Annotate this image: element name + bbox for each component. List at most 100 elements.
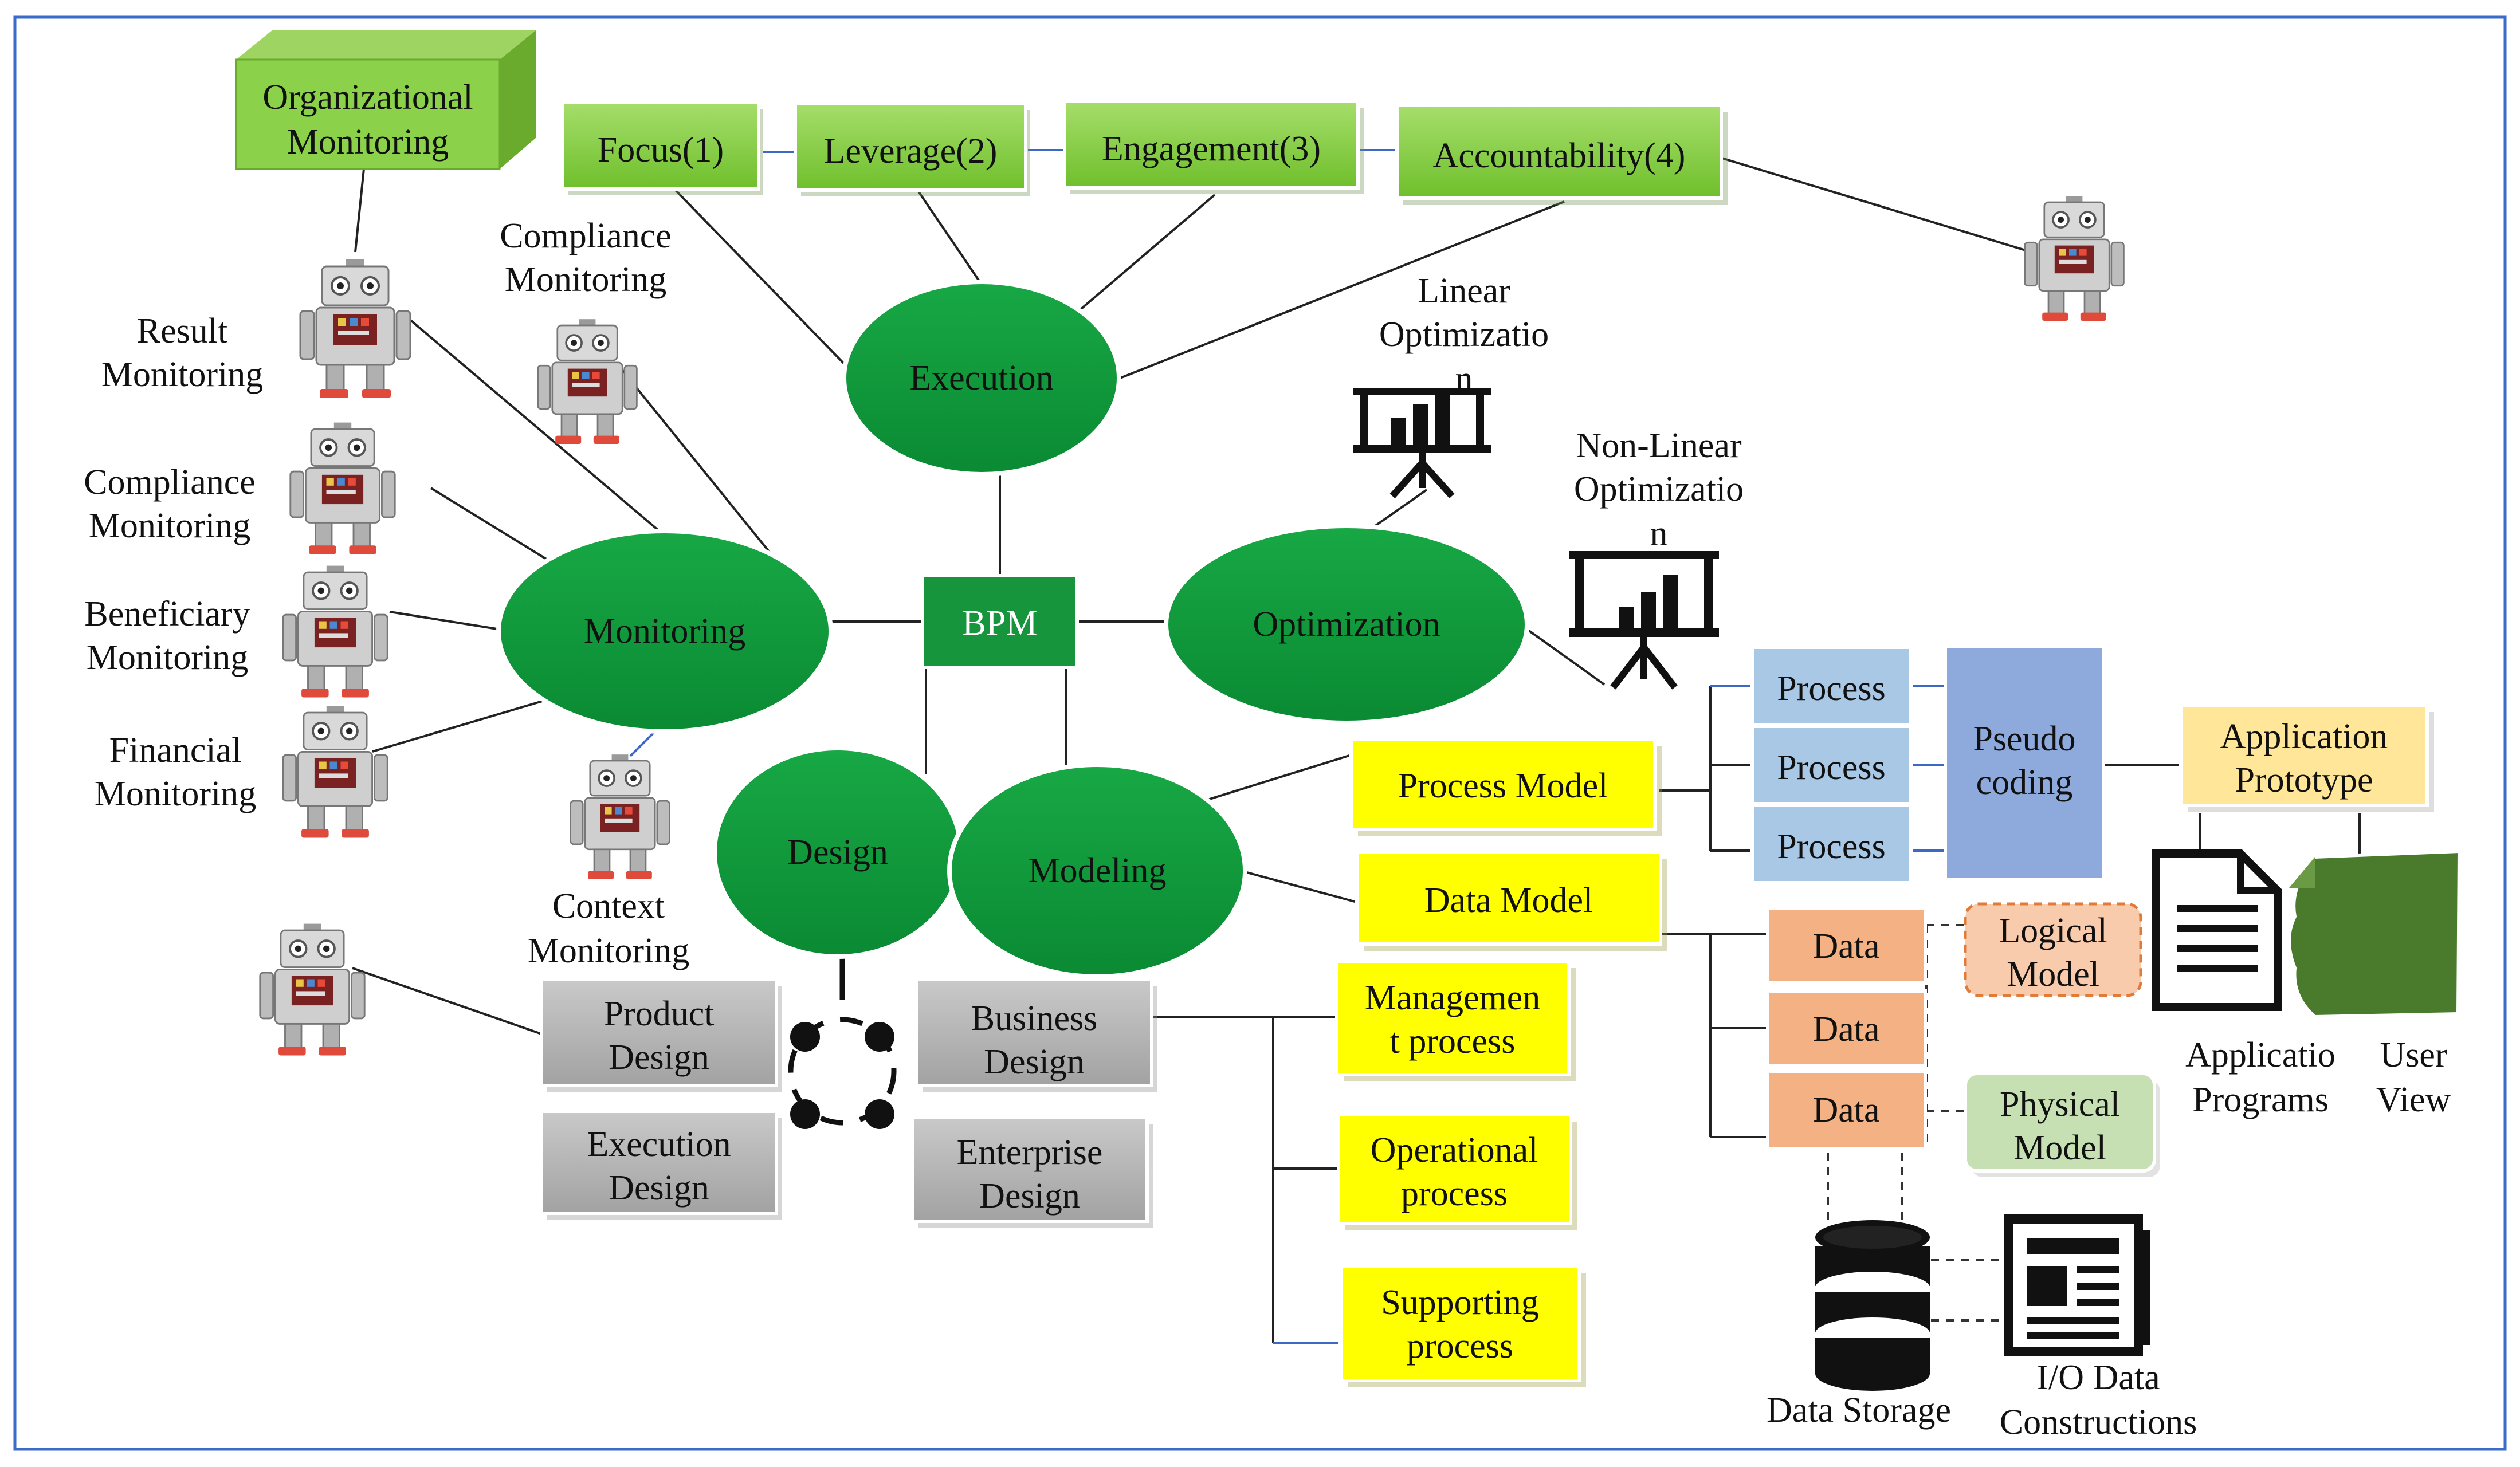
process-model-label: Process Model	[1398, 766, 1608, 805]
linear-line2: Optimizatio	[1379, 315, 1549, 354]
result-line2: Monitoring	[101, 355, 263, 394]
focus-label: Focus(1)	[598, 131, 724, 170]
context-line2: Monitoring	[528, 931, 689, 970]
process-label-3: Process	[1777, 827, 1885, 866]
process-box-1	[1750, 646, 1913, 726]
accountability-label: Accountability(4)	[1433, 136, 1686, 175]
robot-icon	[281, 705, 389, 839]
result-line1: Result	[137, 312, 227, 351]
beneficiary-line2: Monitoring	[87, 638, 248, 677]
optimization-labels: Linear Optimizatio n Non-Linear Optimiza…	[1379, 272, 1744, 553]
document-icon	[2152, 849, 2282, 1011]
modeling-ellipse	[947, 762, 1247, 979]
management-process-line2: t process	[1390, 1022, 1516, 1061]
io-data-line2: Constructions	[2000, 1403, 2197, 1442]
execution-design-line1: Execution	[587, 1125, 731, 1164]
data-model-label: Data Model	[1424, 881, 1593, 920]
compliance-line2: Monitoring	[89, 506, 250, 545]
robot-icon	[2023, 195, 2125, 322]
business-design-line2: Design	[984, 1043, 1085, 1081]
robot-icon	[536, 318, 638, 445]
organizational-line2: Monitoring	[287, 123, 449, 162]
user-view-line2: View	[2376, 1080, 2451, 1119]
prototype-line1: Application	[2220, 717, 2388, 756]
business-design-box	[915, 978, 1153, 1087]
robot-icon	[281, 564, 389, 699]
operational-process-line2: process	[1401, 1174, 1508, 1213]
physical-line2: Model	[2013, 1128, 2106, 1167]
robot-icon	[258, 922, 366, 1057]
monitoring-labels: Compliance Monitoring Result Monitoring …	[84, 217, 689, 970]
data-box-3	[1766, 1069, 1927, 1150]
supporting-process-line1: Supporting	[1381, 1283, 1539, 1322]
organizational-line1: Organizational	[262, 78, 473, 117]
pseudo-coding-box: Pseudo coding	[1944, 644, 2105, 882]
data-label-1: Data	[1812, 927, 1879, 966]
pseudo-line1: Pseudo	[1973, 719, 2075, 758]
compliance-line1: Compliance	[84, 463, 256, 502]
bpm-box: BPM	[921, 574, 1079, 669]
process-label-2: Process	[1777, 748, 1885, 787]
linear-line1: Linear	[1418, 272, 1510, 310]
management-process-line1: Managemen	[1365, 978, 1540, 1017]
leverage-box	[794, 101, 1027, 192]
business-design-line1: Business	[971, 999, 1097, 1038]
logical-line2: Model	[2007, 955, 2099, 994]
product-design-box	[540, 978, 778, 1087]
app-programs-line2: Programs	[2192, 1080, 2329, 1119]
supporting-process-box	[1340, 1264, 1581, 1382]
financial-line2: Monitoring	[95, 774, 256, 813]
enterprise-design-box	[910, 1115, 1149, 1223]
bpm-label: BPM	[963, 604, 1038, 643]
financial-line1: Financial	[109, 731, 242, 770]
presentation-chart-icon	[1569, 551, 1719, 690]
top-row: Focus(1) Leverage(2) Engagement(3) Accou…	[561, 99, 1728, 205]
management-process-box	[1335, 959, 1571, 1076]
application-prototype-box: Application Prototype	[2179, 703, 2434, 812]
yellow-boxes: Process Model Data Model Managemen t pro…	[1335, 737, 1667, 1387]
optimization-label: Optimization	[1253, 605, 1440, 644]
user-view-line1: User	[2380, 1036, 2447, 1075]
physical-model-box: Physical Model	[1964, 1072, 2160, 1177]
monitoring-label: Monitoring	[584, 612, 745, 651]
accountability-box	[1395, 104, 1723, 200]
folded-sheet-icon	[2287, 849, 2462, 1019]
prototype-line2: Prototype	[2235, 761, 2373, 800]
app-programs-line1: Applicatio	[2185, 1036, 2335, 1075]
logical-model-box: Logical Model	[1964, 902, 2142, 997]
physical-line1: Physical	[2000, 1085, 2120, 1124]
process-boxes: Process Process Process	[1750, 646, 1913, 884]
compliance-top-line1: Compliance	[500, 217, 672, 255]
enterprise-design-line2: Design	[979, 1177, 1080, 1216]
ellipses: Execution Monitoring Optimization Design…	[496, 280, 1529, 979]
connector-lines	[352, 149, 2361, 1344]
process-box-2	[1750, 725, 1913, 805]
database-icon	[1815, 1220, 1930, 1391]
data-label-3: Data	[1812, 1091, 1879, 1130]
data-storage-label: Data Storage	[1767, 1391, 1951, 1430]
monitoring-ellipse	[496, 529, 833, 734]
beneficiary-line1: Beneficiary	[84, 595, 250, 634]
enterprise-design-line1: Enterprise	[957, 1133, 1103, 1172]
organizational-monitoring-box: Organizational Monitoring	[235, 30, 536, 170]
presentation-chart-icon	[1353, 388, 1491, 499]
nonlinear-line2: Optimizatio	[1574, 470, 1744, 509]
leverage-label: Leverage(2)	[824, 132, 998, 171]
data-boxes: Data Data Data	[1766, 906, 1927, 1150]
process-box-3	[1750, 804, 1913, 884]
product-design-line2: Design	[609, 1038, 709, 1077]
modeling-label: Modeling	[1028, 851, 1166, 890]
design-boxes: Product Design Execution Design Business…	[540, 978, 1157, 1228]
nonlinear-line3: n	[1650, 514, 1668, 553]
optimization-ellipse	[1164, 524, 1529, 725]
compliance-top-line2: Monitoring	[505, 260, 666, 299]
robot-icon	[569, 753, 671, 880]
process-model-box	[1349, 737, 1657, 831]
outer-frame	[13, 15, 2507, 1451]
robot-icon	[299, 258, 411, 399]
data-box-1	[1766, 906, 1927, 984]
data-model-box	[1355, 851, 1662, 946]
engagement-box	[1063, 99, 1360, 190]
operational-process-box	[1337, 1113, 1572, 1225]
